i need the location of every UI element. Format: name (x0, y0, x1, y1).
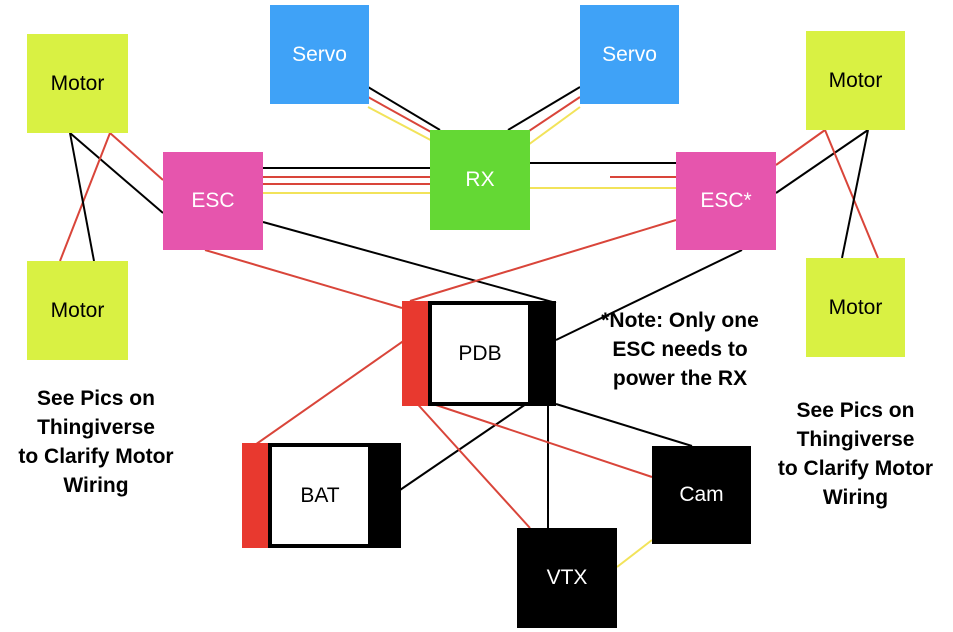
motor-top-left: Motor (27, 34, 128, 133)
servo-left: Servo (270, 5, 369, 104)
wire-red (411, 397, 531, 529)
camera: Cam (652, 446, 751, 544)
battery-positive-terminal (242, 443, 270, 548)
wire-red (204, 249, 403, 309)
wire-yellow (367, 106, 441, 146)
pdb-positive-terminal (402, 301, 430, 406)
wire-black (262, 221, 557, 304)
note-line: See Pics on (37, 387, 155, 410)
wire-red (59, 132, 111, 262)
note-line: ESC needs to (612, 338, 748, 361)
note-line: to Clarify Motor (18, 445, 174, 468)
esc-right: ESC* (676, 152, 776, 250)
wire-yellow (616, 539, 653, 568)
wire-black (555, 403, 693, 447)
wire-red (367, 96, 441, 138)
wire-black (841, 129, 869, 259)
motor-top-right: Motor (806, 31, 905, 130)
esc-power-note: *Note: Only one ESC needs to power the R… (580, 306, 780, 393)
motor-bottom-left: Motor (27, 261, 128, 360)
wire-yellow (527, 106, 581, 146)
wire-red (775, 129, 826, 166)
battery-negative-terminal (368, 443, 401, 548)
wire-black (555, 249, 743, 341)
pdb-board: PDB (428, 301, 532, 406)
esc-left: ESC (163, 152, 263, 250)
note-line: power the RX (612, 367, 748, 390)
wire-red (429, 402, 653, 478)
motor-bottom-right: Motor (806, 258, 905, 357)
wire-red (109, 132, 164, 181)
wire-red (519, 96, 581, 138)
wire-red (409, 219, 677, 302)
rx-receiver: RX (430, 130, 530, 230)
left-motor-wiring-note: See Pics on Thingiverse to Clarify Motor… (6, 384, 186, 500)
video-transmitter: VTX (517, 528, 617, 628)
wire-black (399, 403, 527, 491)
note-line: *Note: Only one (601, 309, 759, 332)
wire-black (69, 132, 95, 262)
wire-black (367, 86, 441, 131)
wire-red (251, 334, 413, 448)
note-line: Thingiverse (37, 416, 155, 439)
battery: BAT (268, 443, 372, 548)
servo-right: Servo (580, 5, 679, 104)
right-motor-wiring-note: See Pics on Thingiverse to Clarify Motor… (764, 396, 947, 512)
wire-black (507, 86, 581, 131)
note-line: See Pics on (796, 399, 915, 422)
note-line: Thingiverse (796, 428, 915, 451)
wire-black (69, 132, 164, 214)
pdb-negative-terminal (528, 301, 556, 406)
note-line: Wiring (63, 474, 129, 497)
wire-black (775, 129, 869, 194)
wire-red (824, 129, 879, 259)
note-line: to Clarify Motor (777, 457, 934, 480)
note-line: Wiring (822, 486, 889, 509)
